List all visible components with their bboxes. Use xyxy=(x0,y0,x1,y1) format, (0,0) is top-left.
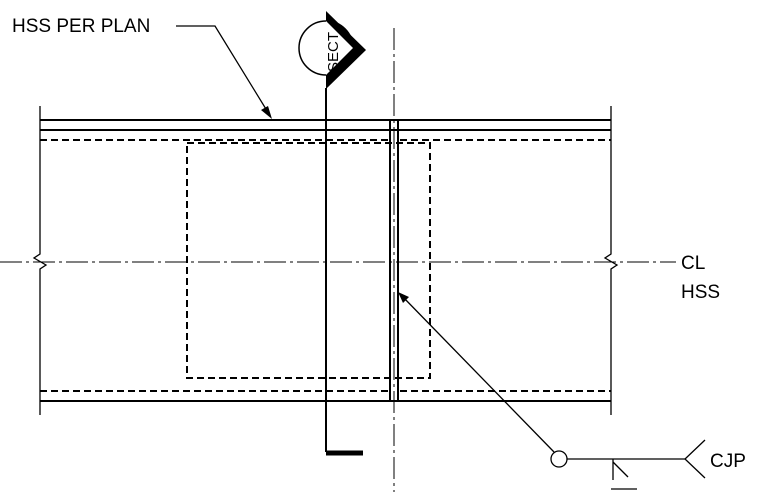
hss-callout-arrowhead xyxy=(261,106,272,119)
right-break-line xyxy=(603,106,619,415)
hss-callout-label: HSS PER PLAN xyxy=(12,16,150,37)
hidden-inner-box xyxy=(186,142,431,379)
weld-all-around-circle xyxy=(550,450,568,468)
weld-bevel-angle xyxy=(612,461,629,478)
section-marker-label: SECT xyxy=(325,32,342,72)
weld-tail xyxy=(684,439,706,479)
left-break-line xyxy=(32,106,48,415)
weld-leader-line xyxy=(401,295,555,453)
weld-leader-arrowhead xyxy=(398,292,409,303)
weld-type-label: CJP xyxy=(710,451,746,472)
section-marker-inner xyxy=(326,21,353,75)
centerline-label-cl: CL xyxy=(681,253,705,274)
centerline-label-hss: HSS xyxy=(681,282,720,303)
hss-callout-leader xyxy=(176,25,270,115)
